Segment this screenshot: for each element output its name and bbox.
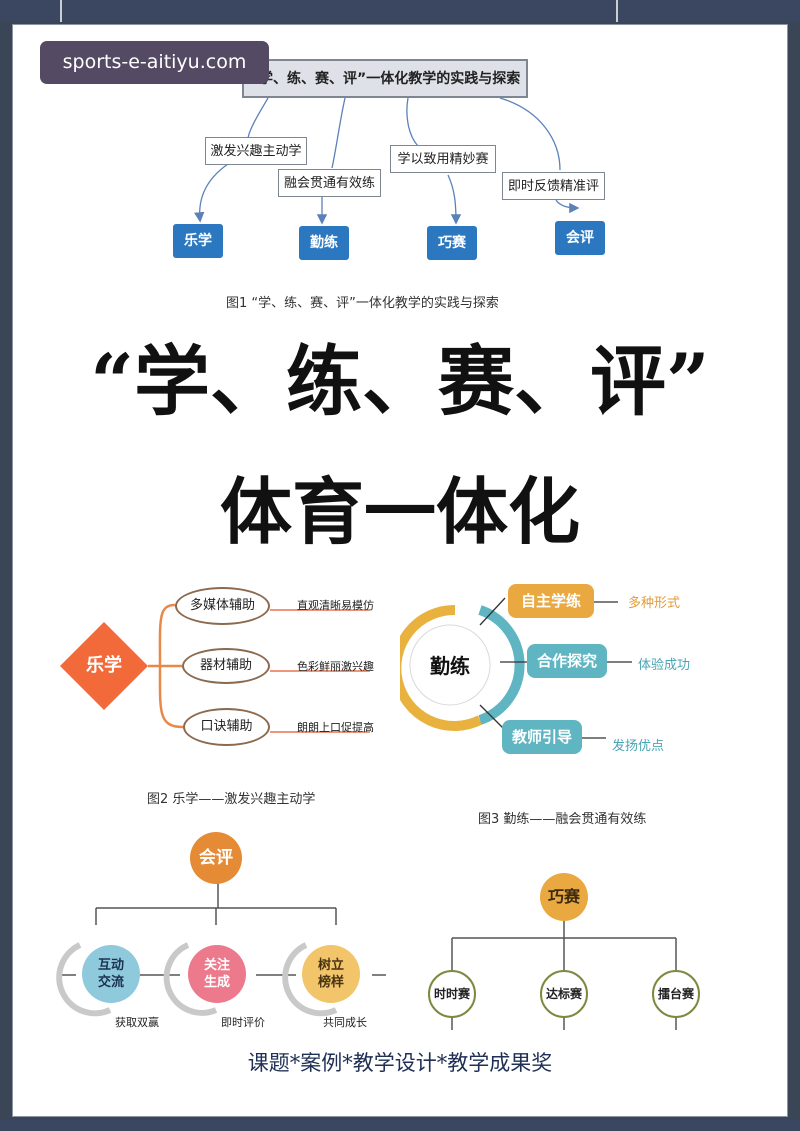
connector-line (499, 97, 561, 171)
connector-line (247, 97, 269, 139)
top-bar-divider (616, 0, 618, 22)
fig2-diamond (60, 622, 148, 710)
fig3-item: 合作探究 (527, 644, 607, 678)
fig5-item: 达标赛 (540, 970, 588, 1018)
fig2-item: 器材辅助 (182, 648, 270, 684)
top-bar-divider (60, 0, 62, 22)
fig4-center-node: 会评 (190, 832, 242, 884)
fig3-arc-gold (400, 604, 483, 731)
fig4-note: 即时评价 (221, 1016, 265, 1029)
fig1-branch-node: 融会贯通有效练 (278, 169, 381, 197)
fig5-shapes (451, 918, 677, 1030)
fig5-item: 时时赛 (428, 970, 476, 1018)
fig1-leaf-node: 乐学 (173, 224, 223, 258)
connector-line (331, 97, 346, 169)
connector-line (479, 704, 506, 731)
fig2-caption: 图2 乐学——激发兴趣主动学 (147, 792, 316, 807)
fig5-item: 擂台赛 (652, 970, 700, 1018)
main-title-line1: “学、练、赛、评” (90, 337, 710, 426)
fig2-shapes (60, 603, 370, 733)
fig3-center-label: 勤练 (430, 654, 470, 678)
fig1-leaf-node: 勤练 (299, 226, 349, 260)
fig1-branch-node: 学以致用精妙赛 (390, 145, 496, 173)
top-bar (0, 0, 800, 22)
connector-line (194, 163, 229, 223)
fig2-center-label: 乐学 (86, 655, 122, 676)
fig3-item: 自主学练 (508, 584, 594, 618)
fig3-item: 教师引导 (502, 720, 582, 754)
fig3-shapes (400, 597, 632, 739)
watermark-badge: sports-e-aitiyu.com (40, 41, 269, 84)
fig2-item: 多媒体辅助 (175, 587, 270, 625)
fig2-note: 朗朗上口促提高 (297, 721, 374, 734)
shadow-arc (282, 942, 338, 1017)
fig4-note: 共同成长 (323, 1016, 367, 1029)
fig1-caption: 图1 “学、练、赛、评”一体化教学的实践与探索 (226, 296, 499, 311)
fig1-branch-node: 激发兴趣主动学 (205, 137, 307, 165)
connector-line (406, 97, 419, 147)
fig4-shapes (56, 882, 386, 1017)
shadow-arc (56, 942, 112, 1017)
fig3-note: 发扬优点 (612, 739, 665, 754)
document-page (12, 24, 788, 1117)
fig3-note: 体验成功 (638, 658, 691, 673)
fig1-leaf-node: 会评 (555, 221, 605, 255)
connector-line (555, 199, 580, 214)
fig2-note: 直观清晰易模仿 (297, 599, 374, 612)
fig3-note: 多种形式 (628, 596, 681, 611)
fig2-note: 色彩鲜丽激兴趣 (297, 660, 374, 673)
fig3-arc-teal (478, 605, 525, 725)
bottom-bar (0, 1120, 800, 1131)
fig4-note: 获取双赢 (115, 1016, 159, 1029)
fig1-root-node: “学、练、赛、评”一体化教学的实践与探索 (242, 59, 528, 98)
shadow-arc (163, 942, 218, 1016)
fig1-leaf-node: 巧赛 (427, 226, 477, 260)
fig4-item: 关注生成 (188, 945, 246, 1003)
connector-line (479, 597, 506, 626)
fig5-center-node: 巧赛 (540, 873, 588, 921)
footer-text: 课题*案例*教学设计*教学成果奖 (247, 1051, 553, 1075)
fig4-item: 互动交流 (82, 945, 140, 1003)
fig3-center-circle (409, 624, 491, 706)
connector-line (447, 174, 462, 225)
fig2-item: 口诀辅助 (183, 708, 270, 746)
fig4-item: 树立榜样 (302, 945, 360, 1003)
main-title-line2: 体育一体化 (219, 469, 580, 554)
fig1-branch-node: 即时反馈精准评 (502, 172, 605, 200)
fig1-connectors (194, 97, 580, 225)
fig3-caption: 图3 勤练——融会贯通有效练 (478, 812, 647, 827)
